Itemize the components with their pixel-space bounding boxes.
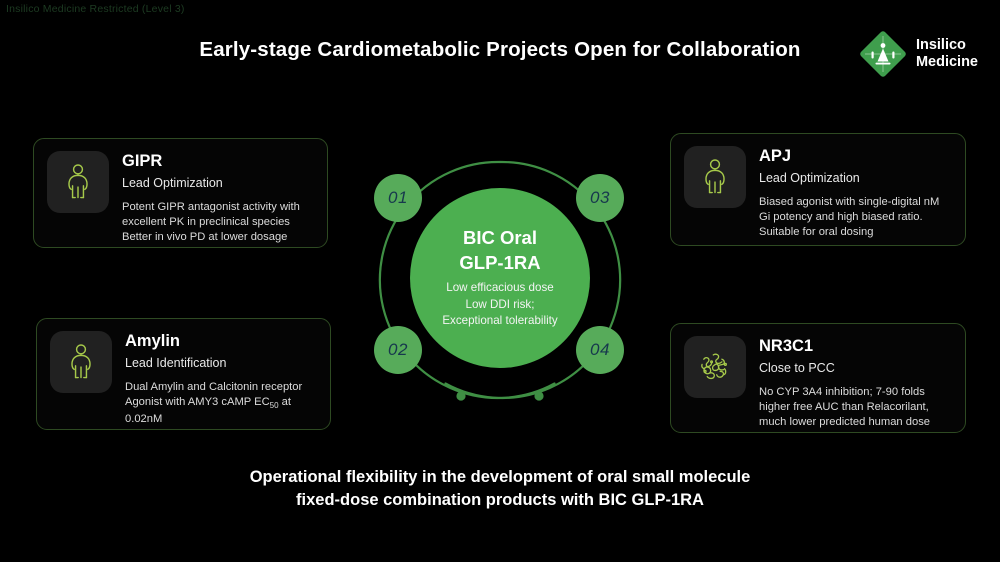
brand-name: Insilico Medicine <box>916 37 978 71</box>
hub-badge-04[interactable]: 04 <box>576 326 624 374</box>
card-title: APJ <box>759 147 792 165</box>
hub-ring-arc <box>378 160 622 401</box>
project-card-gipr[interactable]: GIPR Lead Optimization Potent GIPR antag… <box>33 138 328 248</box>
obese-person-icon <box>684 146 746 208</box>
card-desc-line: 0.02nM <box>125 412 163 425</box>
card-desc-line: No CYP 3A4 inhibition; 7-90 folds <box>759 385 925 398</box>
card-body: APJ Lead Optimization Biased agonist wit… <box>759 146 952 238</box>
project-card-amylin[interactable]: Amylin Lead Identification Dual Amylin a… <box>36 318 331 430</box>
card-stage: Lead Identification <box>125 355 227 370</box>
card-desc-line: higher free AUC than Relacorilant, <box>759 400 929 413</box>
card-desc-line: Better in vivo PD at lower dosage <box>122 230 288 243</box>
card-stage: Close to PCC <box>759 360 835 375</box>
obese-person-icon <box>50 331 112 393</box>
card-desc-line: excellent PK in preclinical species <box>122 215 290 228</box>
hub-core-sub-line: Exceptional tolerability <box>442 314 558 328</box>
insilico-diamond-logo-icon <box>859 30 907 78</box>
card-body: Amylin Lead Identification Dual Amylin a… <box>125 331 317 425</box>
caption-line1: Operational flexibility in the developme… <box>249 468 751 486</box>
confidentiality-watermark: Insilico Medicine Restricted (Level 3) <box>6 3 185 15</box>
card-desc-line: Potent GIPR antagonist activity with <box>122 200 300 213</box>
hub-core-subtext: Low efficacious dose Low DDI risk; Excep… <box>442 280 557 329</box>
hub-core-sub-line: Low DDI risk; <box>465 297 535 311</box>
card-desc-line: Biased agonist with single-digital nM <box>759 195 940 208</box>
central-hub-diagram: BIC Oral GLP-1RA Low efficacious dose Lo… <box>360 140 640 420</box>
card-body: NR3C1 Close to PCC No CYP 3A4 inhibition… <box>759 336 952 428</box>
hub-core-circle: BIC Oral GLP-1RA Low efficacious dose Lo… <box>410 188 590 368</box>
card-title: NR3C1 <box>759 337 814 355</box>
card-desc-line: Suitable for oral dosing <box>759 225 874 238</box>
card-desc-line: Dual Amylin and Calcitonin receptor <box>125 380 303 393</box>
hub-badge-02[interactable]: 02 <box>374 326 422 374</box>
card-title: GIPR <box>122 152 163 170</box>
page-title: Early-stage Cardiometabolic Projects Ope… <box>199 38 801 61</box>
card-stage: Lead Optimization <box>759 170 860 185</box>
card-description: Biased agonist with single-digital nM Gi… <box>759 195 952 240</box>
card-desc-line: Gi potency and high biased ratio. <box>759 210 923 223</box>
brand-name-line2: Medicine <box>915 54 978 70</box>
project-card-nr3c1[interactable]: NR3C1 Close to PCC No CYP 3A4 inhibition… <box>670 323 966 433</box>
card-desc-line-ec50: Agonist with AMY3 cAMP EC50 at <box>125 395 292 411</box>
hub-core-title: BIC Oral GLP-1RA <box>459 226 540 275</box>
hub-core-title-line1: BIC Oral <box>462 227 537 249</box>
project-card-apj[interactable]: APJ Lead Optimization Biased agonist wit… <box>670 133 966 246</box>
hub-badge-01[interactable]: 01 <box>374 174 422 222</box>
card-description: Dual Amylin and Calcitonin receptor Agon… <box>125 380 317 427</box>
hub-core-sub-line: Low efficacious dose <box>446 281 554 295</box>
card-desc-line: much lower predicted human dose <box>759 415 931 428</box>
card-description: No CYP 3A4 inhibition; 7-90 folds higher… <box>759 385 952 430</box>
hub-badge-03[interactable]: 03 <box>576 174 624 222</box>
card-description: Potent GIPR antagonist activity with exc… <box>122 200 314 245</box>
molecule-squiggle-icon <box>684 336 746 398</box>
caption-line2: fixed-dose combination products with BIC… <box>296 491 704 510</box>
bottom-caption: Operational flexibility in the developme… <box>0 466 1000 513</box>
brand-name-line1: Insilico <box>915 36 966 53</box>
card-title: Amylin <box>125 332 181 350</box>
card-body: GIPR Lead Optimization Potent GIPR antag… <box>122 151 314 243</box>
obese-person-icon <box>47 151 109 213</box>
hub-core-title-line2: GLP-1RA <box>459 251 541 273</box>
card-stage: Lead Optimization <box>122 175 223 190</box>
brand-logo: Insilico Medicine <box>859 30 978 78</box>
